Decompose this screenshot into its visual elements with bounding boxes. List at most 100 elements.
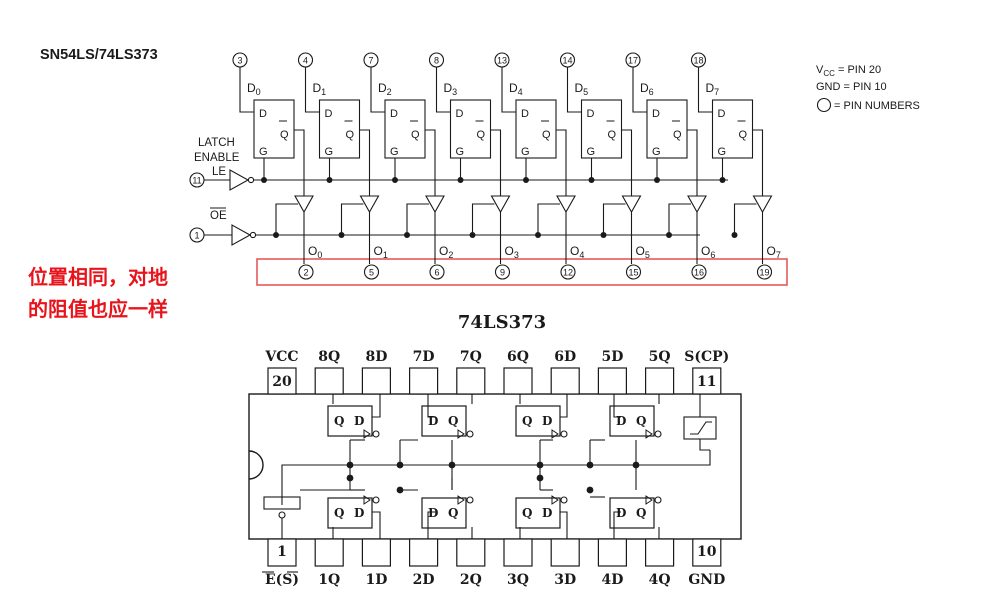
input-pin-number: 4 <box>303 56 308 66</box>
output-pin-number: 2 <box>303 268 308 278</box>
output-pin-number: 12 <box>563 268 573 278</box>
top-pin-label: 6Q <box>507 349 529 365</box>
latch-right-pin: D <box>354 506 364 520</box>
latch-label-line2: ENABLE <box>194 152 240 164</box>
latch-box <box>449 99 492 159</box>
latch-g-pin: G <box>587 146 596 158</box>
tristate-buffer <box>425 195 445 214</box>
output-pin-circle <box>363 264 380 280</box>
latch-left-pin: D <box>616 414 626 428</box>
latch-box <box>384 99 426 159</box>
latch-q-pin: Q <box>346 129 355 141</box>
latch-d-pin: D <box>390 108 398 120</box>
bottom-pin: 3Q <box>503 538 533 588</box>
output-label: O1 <box>374 244 388 260</box>
tristate-buffer <box>556 195 576 214</box>
input-label: D3 <box>444 81 458 97</box>
output-pin-number: 16 <box>694 268 704 278</box>
input-label: D7 <box>706 81 720 97</box>
latch-g-pin: G <box>456 146 465 158</box>
bottom-pin-label: GND <box>688 572 725 588</box>
top-pin-label: 5Q <box>649 349 671 365</box>
top-pin: 7D <box>409 349 439 395</box>
output-pin-circle <box>429 264 445 280</box>
latch-g-pin: G <box>521 146 530 158</box>
bottom-pin: 1Q <box>314 538 344 588</box>
latch-right-pin: Q <box>448 506 458 520</box>
bottom-title: 74LS373 <box>458 312 546 333</box>
output-pin-circle <box>756 264 773 280</box>
input-label: D5 <box>575 81 589 97</box>
input-pin-number: 3 <box>237 56 242 66</box>
latch-box <box>318 99 361 159</box>
latch-box <box>580 99 623 159</box>
tristate-buffer <box>621 195 642 214</box>
input-label: D2 <box>378 81 392 97</box>
wiring-junctions <box>346 461 640 494</box>
input-pin-number: 7 <box>368 56 373 66</box>
top-pin-label: 8Q <box>318 349 340 365</box>
input-pin-number: 18 <box>693 56 703 66</box>
bottom-pin: 4Q <box>644 538 675 588</box>
latch-d-pin: D <box>259 108 267 120</box>
top-title: SN54LS/74LS373 <box>40 47 158 63</box>
input-pin-number: 8 <box>434 56 439 66</box>
top-pin: 5D <box>597 349 628 395</box>
bottom-pin-label: 4Q <box>649 572 671 588</box>
latch-d-pin: D <box>587 108 595 120</box>
le-buffer <box>229 169 250 191</box>
bottom-pin-label: 3D <box>554 572 576 588</box>
latch-box <box>515 99 557 159</box>
latch-left-pin: Q <box>334 414 344 428</box>
latch-box <box>253 99 295 159</box>
top-pin-label: S(CP) <box>684 349 729 365</box>
top-pin-label: 5D <box>601 349 623 365</box>
input-label: D4 <box>509 81 523 97</box>
latch-q-pin: Q <box>608 129 617 141</box>
latch-left-pin: D <box>428 414 438 428</box>
top-pin: 5Q <box>644 349 675 395</box>
output-label: O2 <box>439 244 453 260</box>
top-pin-label: VCC <box>264 349 298 365</box>
bottom-pin-number: 10 <box>697 544 717 560</box>
output-pin-circle <box>494 264 511 280</box>
output-label: O4 <box>570 244 584 260</box>
output-pin-circle <box>298 264 314 280</box>
output-label: O0 <box>308 244 322 260</box>
output-pins-highlight <box>256 258 788 286</box>
top-pin: 8Q <box>314 349 344 395</box>
input-pin-number: 17 <box>628 56 638 66</box>
package-notch <box>248 450 264 480</box>
bottom-pin: 1D <box>361 538 391 588</box>
top-pin: 7Q <box>456 349 486 395</box>
le-label: LE <box>212 166 226 178</box>
tristate-buffer <box>490 195 511 214</box>
tristate-buffer <box>752 195 773 214</box>
annotation-line1: 位置相同，对地 <box>28 265 168 289</box>
legend-gnd: GND = PIN 10 <box>816 81 887 93</box>
latch-q-pin: Q <box>673 129 682 141</box>
bottom-pin-label: 1Q <box>318 572 340 588</box>
top-pin-number: 20 <box>272 374 292 390</box>
top-pin: VCC 20 <box>264 349 299 395</box>
output-label: O5 <box>636 244 650 260</box>
input-label: D6 <box>640 81 654 97</box>
tristate-buffer <box>687 195 707 214</box>
top-pin: S(CP)11 <box>684 349 729 395</box>
latch-q-pin: Q <box>542 129 551 141</box>
output-pin-number: 15 <box>628 268 638 278</box>
output-pin-circle <box>691 264 707 280</box>
oe-buffer <box>231 224 252 246</box>
latch-right-pin: D <box>542 506 552 520</box>
